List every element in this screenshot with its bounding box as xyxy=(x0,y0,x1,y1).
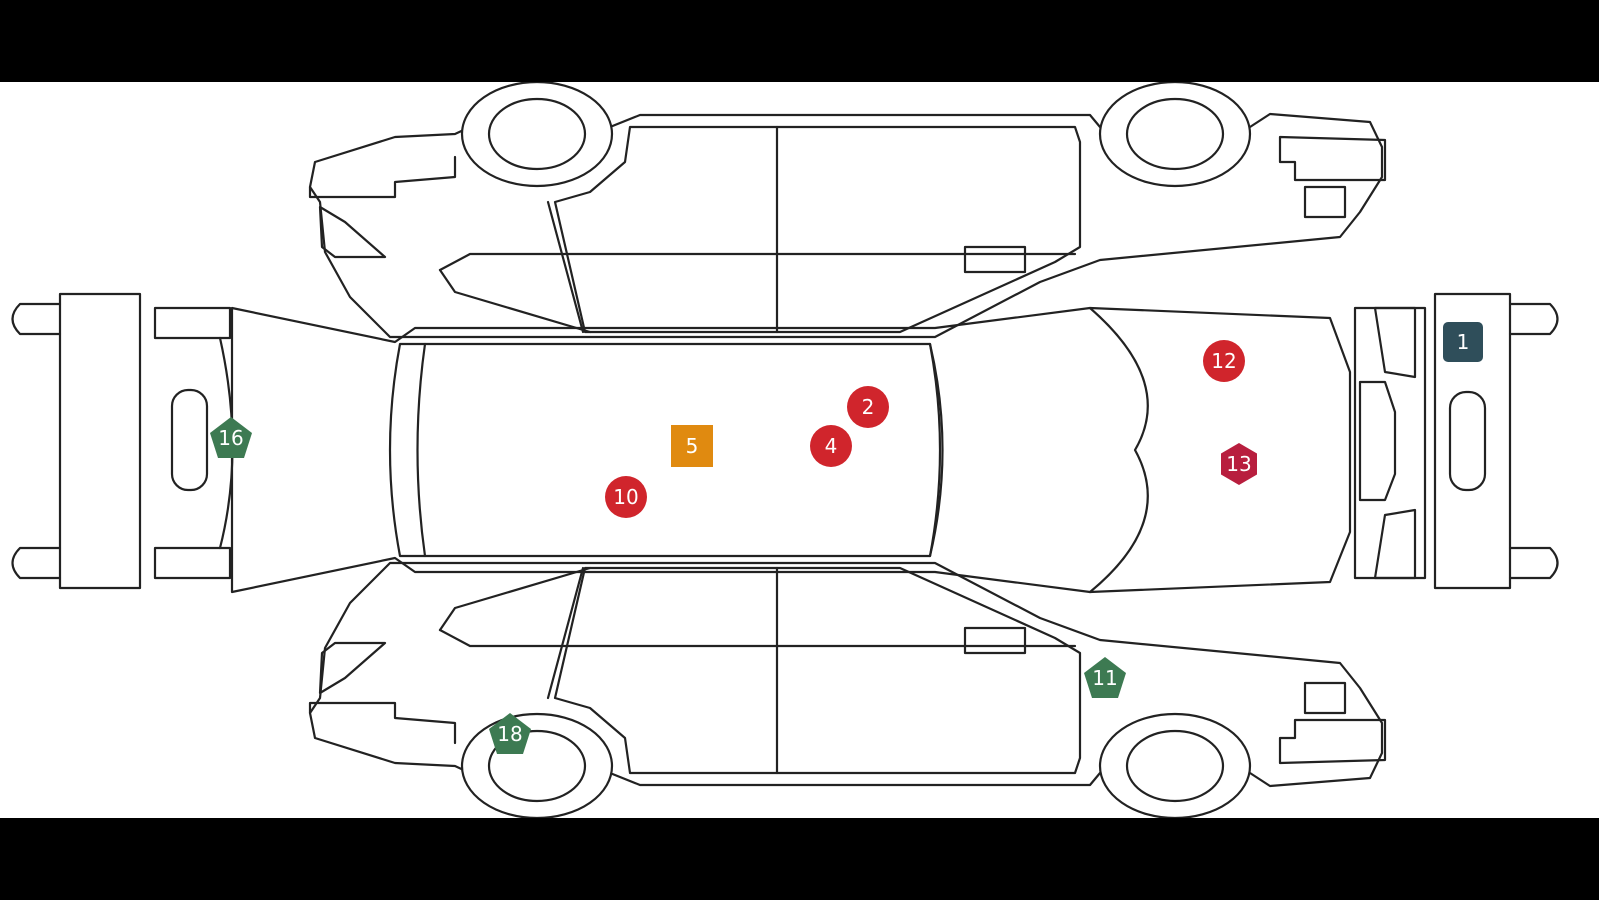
damage-marker-4[interactable]: 4 xyxy=(809,424,853,468)
marker-label: 12 xyxy=(1211,349,1237,373)
marker-label: 5 xyxy=(685,434,699,458)
red-circle-marker-icon xyxy=(810,425,852,467)
crimson-hexagon-marker-icon xyxy=(1221,443,1257,485)
car-side-view-bottom xyxy=(308,561,1387,818)
car-side-view-top xyxy=(308,82,1387,339)
damage-marker-16[interactable]: 16 xyxy=(209,416,253,460)
damage-marker-1[interactable]: 1 xyxy=(1441,320,1485,364)
marker-label: 11 xyxy=(1092,666,1118,690)
marker-label: 10 xyxy=(613,485,639,509)
marker-label: 16 xyxy=(218,426,244,450)
red-circle-marker-icon xyxy=(847,386,889,428)
damage-marker-18[interactable]: 18 xyxy=(488,712,532,756)
green-pentagon-marker-icon xyxy=(489,713,531,754)
marker-label: 2 xyxy=(861,395,875,419)
marker-label: 4 xyxy=(824,434,838,458)
red-circle-marker-icon xyxy=(1203,340,1245,382)
red-circle-marker-icon xyxy=(605,476,647,518)
vehicle-damage-diagram: 1 2 4 5 10 11 12 xyxy=(0,82,1599,818)
green-pentagon-marker-icon xyxy=(1084,657,1126,698)
damage-marker-11[interactable]: 11 xyxy=(1083,656,1127,700)
car-top-view xyxy=(11,292,1559,594)
marker-label: 13 xyxy=(1226,452,1252,476)
damage-marker-12[interactable]: 12 xyxy=(1202,339,1246,383)
marker-label: 18 xyxy=(497,722,523,746)
orange-square-marker-icon xyxy=(671,425,713,467)
green-pentagon-marker-icon xyxy=(210,417,252,458)
damage-marker-5[interactable]: 5 xyxy=(670,424,714,468)
damage-marker-13[interactable]: 13 xyxy=(1217,442,1261,486)
marker-label: 1 xyxy=(1456,330,1470,354)
damage-marker-10[interactable]: 10 xyxy=(604,475,648,519)
damage-marker-2[interactable]: 2 xyxy=(846,385,890,429)
slate-square-marker-icon xyxy=(1443,322,1483,362)
